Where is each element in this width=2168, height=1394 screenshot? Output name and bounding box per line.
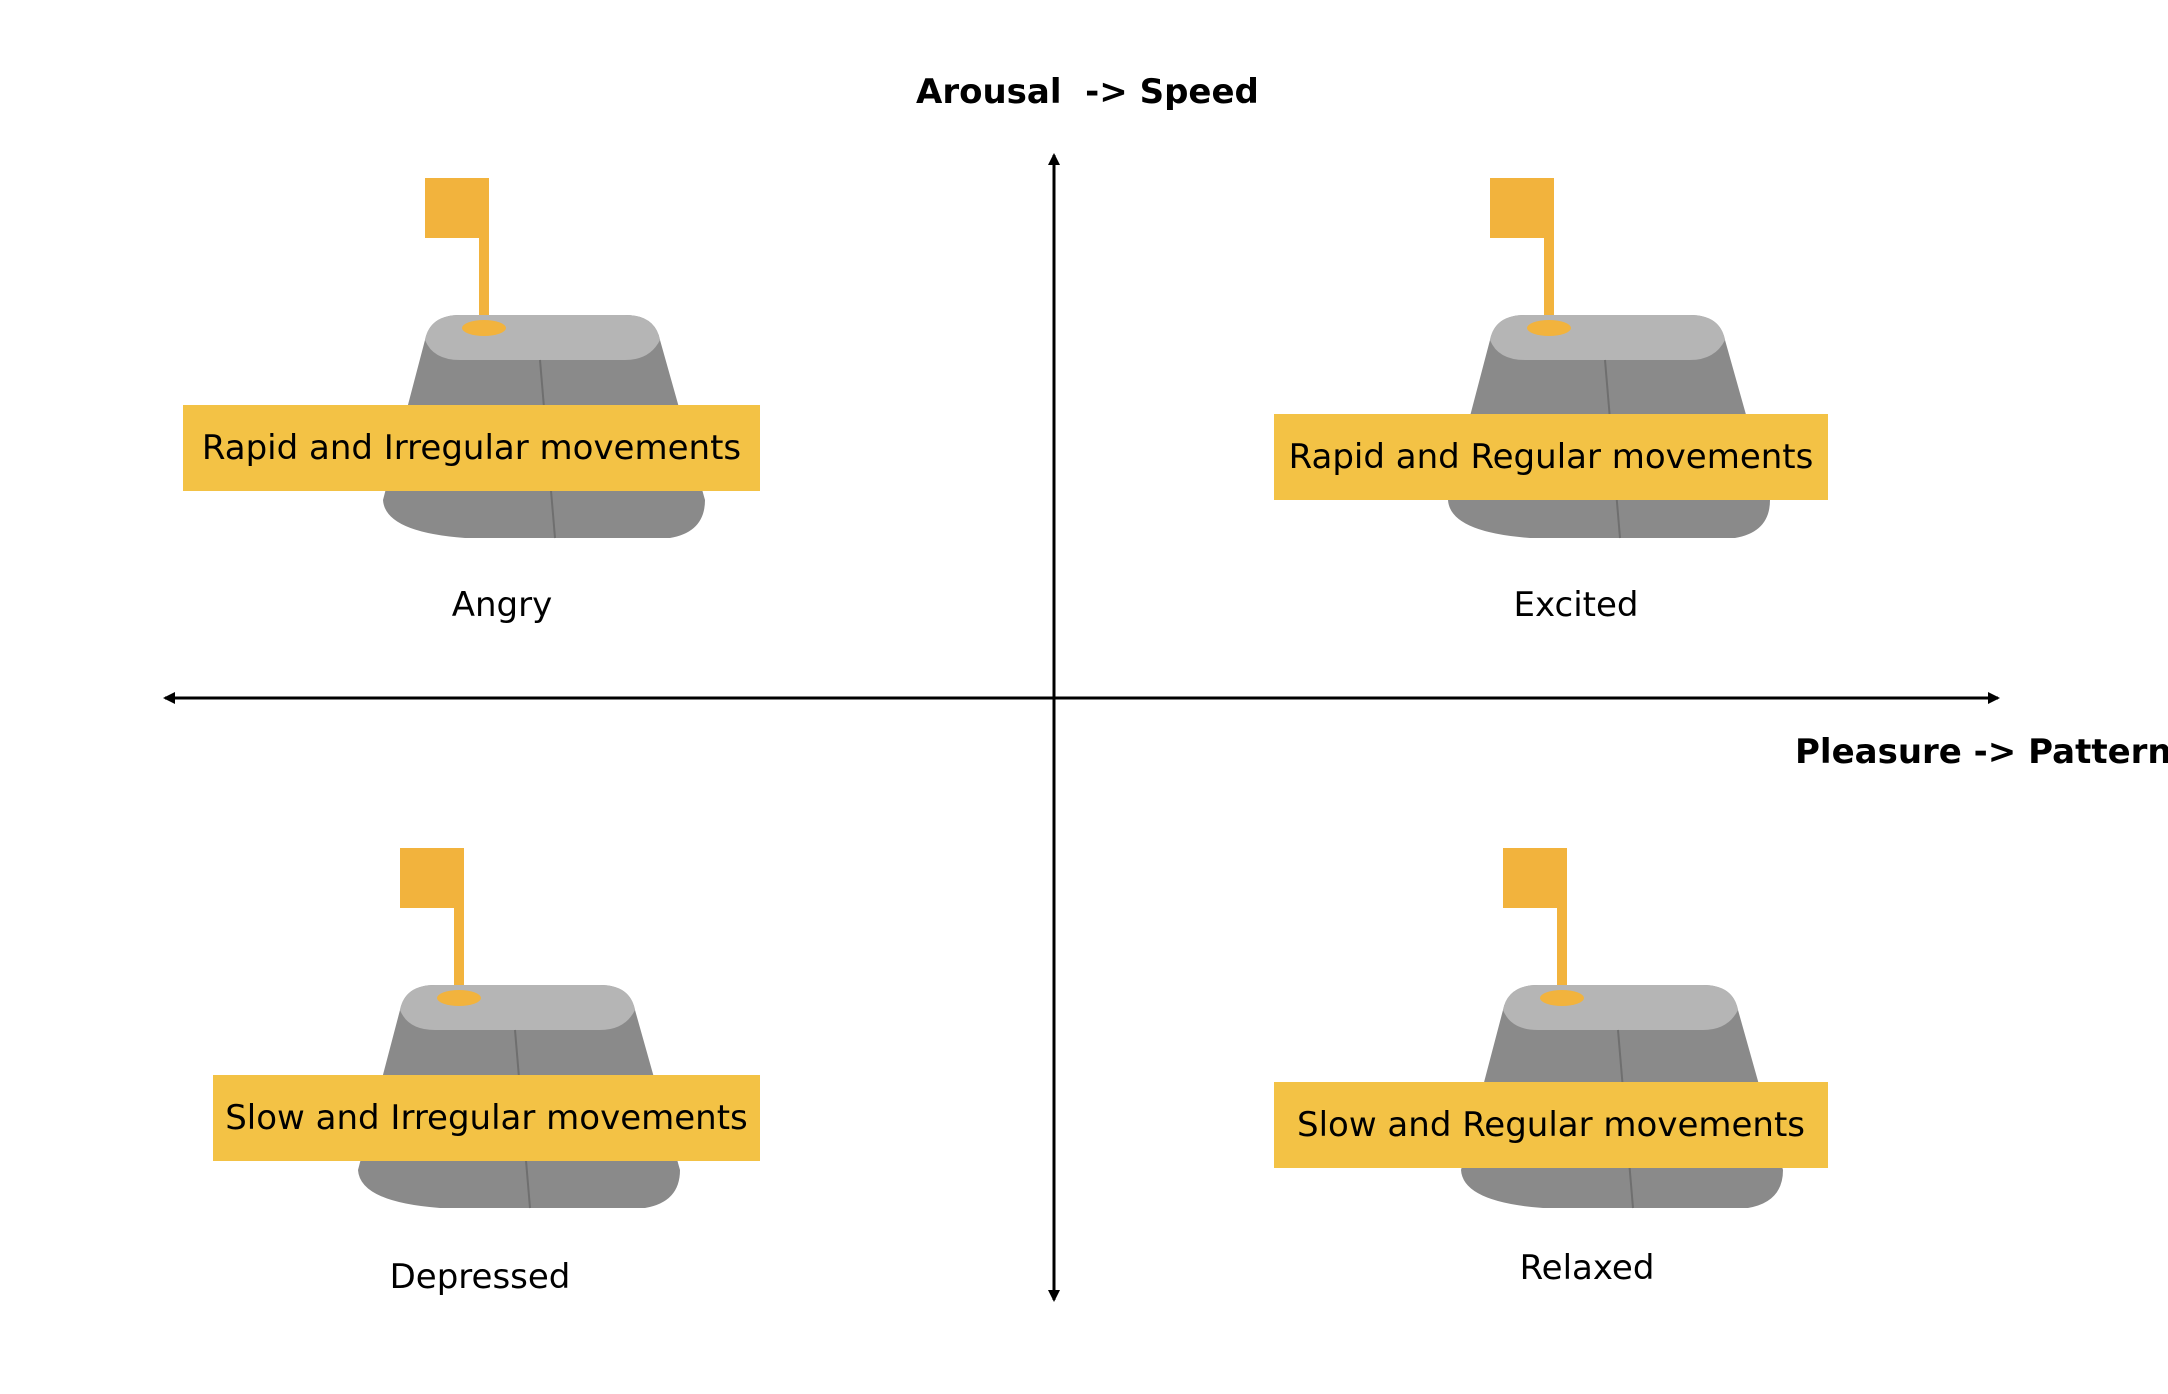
emotion-label: Excited: [1513, 585, 1639, 625]
emotion-label: Relaxed: [1519, 1248, 1655, 1288]
emotion-label: Angry: [451, 585, 553, 625]
movement-banner: Rapid and Regular movements: [1274, 414, 1828, 500]
robot-icon: [1448, 178, 1770, 539]
emotion-label: Depressed: [389, 1257, 571, 1297]
movement-banner: Rapid and Irregular movements: [183, 405, 760, 491]
horizontal-axis-label: Pleasure -> Pattern: [1795, 732, 2168, 772]
movement-banner: Slow and Irregular movements: [213, 1075, 760, 1161]
robot-icon: [358, 848, 680, 1209]
flag-icon: [1503, 848, 1567, 998]
vertical-axis-label: Arousal -> Speed: [916, 72, 1259, 112]
flag-icon: [400, 848, 464, 998]
flag-icon: [1490, 178, 1554, 328]
robot-icon: [1461, 848, 1783, 1209]
robot-icon: [383, 178, 705, 539]
flag-icon: [425, 178, 489, 328]
movement-banner: Slow and Regular movements: [1274, 1082, 1828, 1168]
